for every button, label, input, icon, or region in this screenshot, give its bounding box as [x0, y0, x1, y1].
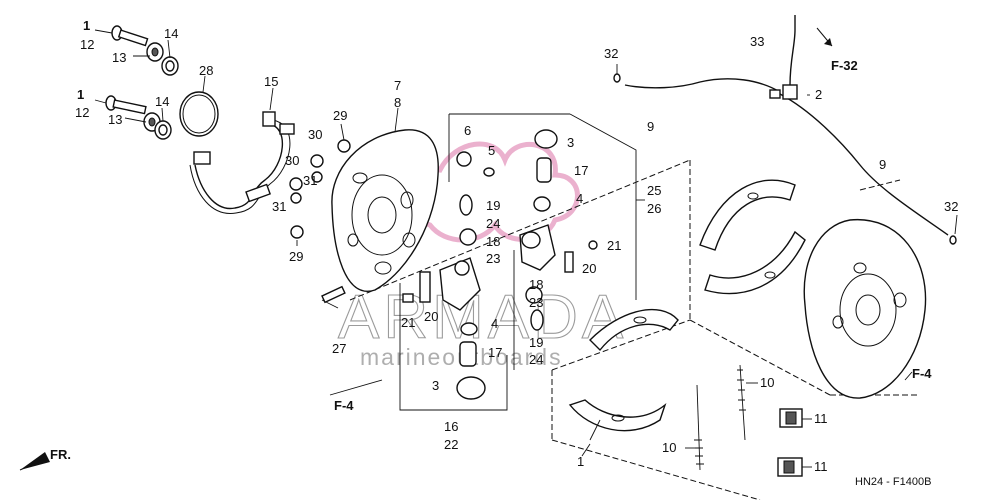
watermark-brand: ARMADA — [338, 283, 627, 352]
callout-3: 3 — [567, 135, 574, 150]
callout-10: 10 — [760, 375, 774, 390]
callout-29: 29 — [333, 108, 347, 123]
callout-20: 20 — [424, 309, 438, 324]
callout-20: 20 — [582, 261, 596, 276]
callout-32: 32 — [944, 199, 958, 214]
wheel-cylinder-parts — [321, 129, 598, 400]
callout-27: 27 — [332, 341, 346, 356]
callout-11: 11 — [814, 411, 828, 426]
wheel-cylinder-box — [399, 113, 645, 411]
callout-18: 18 — [529, 277, 543, 292]
callout-18: 18 — [486, 234, 500, 249]
callout-3: 3 — [432, 378, 439, 393]
ref-f32: F-32 — [831, 58, 858, 73]
callout-labels: 1 12 13 14 1 12 13 14 28 15 7 8 29 30 30… — [75, 18, 958, 474]
brake-pipe-15 — [189, 87, 295, 214]
leader-lines — [329, 371, 913, 468]
callout-9: 9 — [879, 157, 886, 172]
callout-5: 5 — [488, 143, 495, 158]
callout-30: 30 — [308, 127, 322, 142]
callout-30: 30 — [285, 153, 299, 168]
spring-10-upper — [737, 364, 746, 441]
callout-26: 26 — [647, 201, 661, 216]
callout-11: 11 — [814, 459, 828, 474]
callout-4: 4 — [576, 191, 583, 206]
ref-f4-left: F-4 — [334, 398, 354, 413]
callout-24: 24 — [529, 352, 543, 367]
brake-shoe-lower — [568, 308, 679, 441]
callout-22: 22 — [444, 437, 458, 452]
callout-32: 32 — [604, 46, 618, 61]
callout-23: 23 — [486, 251, 500, 266]
diagram-code: HN24 - F1400B — [855, 476, 931, 488]
callout-6: 6 — [464, 123, 471, 138]
callout-9: 9 — [647, 119, 654, 134]
callout-23: 23 — [529, 295, 543, 310]
clip-11-upper — [779, 408, 803, 428]
callout-8: 8 — [394, 95, 401, 110]
bolt-assembly-upper — [94, 25, 179, 76]
callout-33: 33 — [750, 34, 764, 49]
callout-14: 14 — [164, 26, 178, 41]
callout-1: 1 — [577, 454, 584, 469]
ref-arrows — [19, 27, 833, 471]
callout-31: 31 — [272, 199, 286, 214]
callout-28: 28 — [199, 63, 213, 78]
callout-29: 29 — [289, 249, 303, 264]
callout-19: 19 — [486, 198, 500, 213]
front-arrow-label: FR. — [50, 447, 71, 462]
callout-16: 16 — [444, 419, 458, 434]
callout-12: 12 — [80, 37, 94, 52]
callout-21: 21 — [607, 238, 621, 253]
callout-2: 2 — [815, 87, 822, 102]
callout-13: 13 — [108, 112, 122, 127]
callout-31: 31 — [303, 173, 317, 188]
callout-1: 1 — [77, 87, 84, 102]
backing-plate-right — [803, 219, 927, 399]
clip-11-lower — [777, 457, 803, 477]
callout-17: 17 — [488, 345, 502, 360]
ring-28 — [179, 75, 219, 137]
callout-1: 1 — [83, 18, 90, 33]
callout-15: 15 — [264, 74, 278, 89]
callout-7: 7 — [394, 78, 401, 93]
callout-17: 17 — [574, 163, 588, 178]
brake-hose-9-33 — [613, 15, 958, 245]
backing-plate-left — [331, 107, 439, 292]
callout-10: 10 — [662, 440, 676, 455]
bolt-assembly-lower — [94, 95, 172, 140]
callout-24: 24 — [486, 216, 500, 231]
spring-10-lower — [694, 384, 704, 471]
callout-19: 19 — [529, 335, 543, 350]
reference-labels: F-32 F-4 F-4 FR. HN24 - F1400B — [50, 58, 932, 488]
callout-21: 21 — [401, 315, 415, 330]
callout-14: 14 — [155, 94, 169, 109]
brake-shoe-upper — [699, 179, 806, 295]
callout-12: 12 — [75, 105, 89, 120]
callout-13: 13 — [112, 50, 126, 65]
callout-4: 4 — [491, 316, 498, 331]
callout-25: 25 — [647, 183, 661, 198]
fasteners-29-30-31 — [289, 123, 351, 246]
ref-f4-right: F-4 — [912, 366, 932, 381]
